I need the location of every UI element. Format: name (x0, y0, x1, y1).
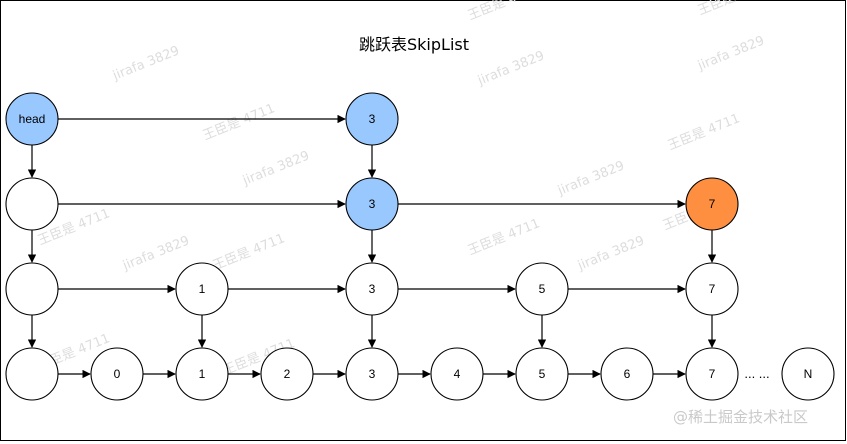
node-l0-0: 0 (90, 347, 144, 401)
node-l1-1: 1 (175, 262, 229, 316)
node-label-l0-5: 5 (539, 367, 546, 381)
node-circle-l0-head (5, 347, 59, 401)
node-l0-1: 1 (175, 347, 229, 401)
node-label-l3-3: 3 (369, 112, 376, 126)
node-circle-l1-head (5, 262, 59, 316)
node-circle-l0-1 (175, 347, 229, 401)
node-circle-l1-1 (175, 262, 229, 316)
node-circle-l0-6 (600, 347, 654, 401)
node-l0-2: 2 (260, 347, 314, 401)
node-l1-7: 7 (685, 262, 739, 316)
node-l0-7: 7 (685, 347, 739, 401)
credit-label: @稀土掘金技术社区 (673, 408, 809, 426)
node-circle-l1-7 (685, 262, 739, 316)
node-l3-3: 3 (345, 92, 399, 146)
node-l0-head (5, 347, 59, 401)
node-l0-3: 3 (345, 347, 399, 401)
node-l2-7: 7 (685, 177, 739, 231)
node-l1-head (5, 262, 59, 316)
node-circle-l0-2 (260, 347, 314, 401)
node-circle-l0-0 (90, 347, 144, 401)
node-circle-l0-3 (345, 347, 399, 401)
node-label-l3-head: head (19, 112, 46, 126)
node-circle-l0-7 (685, 347, 739, 401)
node-l0-n: N (781, 347, 835, 401)
node-label-l1-3: 3 (369, 282, 376, 296)
node-label-l1-5: 5 (539, 282, 546, 296)
node-label-l2-3: 3 (369, 197, 376, 211)
node-l2-head (5, 177, 59, 231)
node-circle-l0-n (781, 347, 835, 401)
node-l0-6: 6 (600, 347, 654, 401)
node-l0-4: 4 (430, 347, 484, 401)
node-label-l0-1: 1 (199, 367, 206, 381)
diagram-title: 跳跃表SkipList (359, 35, 469, 54)
node-label-l0-6: 6 (624, 367, 631, 381)
node-label-l2-7: 7 (709, 197, 716, 211)
node-label-l0-4: 4 (454, 367, 461, 381)
node-circle-l1-5 (515, 262, 569, 316)
node-circle-l2-head (5, 177, 59, 231)
node-circle-l1-3 (345, 262, 399, 316)
node-l2-3: 3 (345, 177, 399, 231)
node-l1-3: 3 (345, 262, 399, 316)
node-circle-l3-head (5, 92, 59, 146)
node-label-l1-7: 7 (709, 282, 716, 296)
node-label-l1-1: 1 (199, 282, 206, 296)
node-label-l0-0: 0 (114, 367, 121, 381)
node-label-l0-2: 2 (284, 367, 291, 381)
node-l3-head: head (5, 92, 59, 146)
node-circle-l2-7 (685, 177, 739, 231)
ellipsis-label: ... ... (744, 366, 769, 381)
node-l0-5: 5 (515, 347, 569, 401)
edge-layer (27, 114, 717, 379)
node-circle-l2-3 (345, 177, 399, 231)
node-label-l0-7: 7 (709, 367, 716, 381)
node-circle-l3-3 (345, 92, 399, 146)
node-label-l0-n: N (804, 367, 813, 381)
node-label-l0-3: 3 (369, 367, 376, 381)
node-l1-5: 5 (515, 262, 569, 316)
node-circle-l0-5 (515, 347, 569, 401)
node-circle-l0-4 (430, 347, 484, 401)
